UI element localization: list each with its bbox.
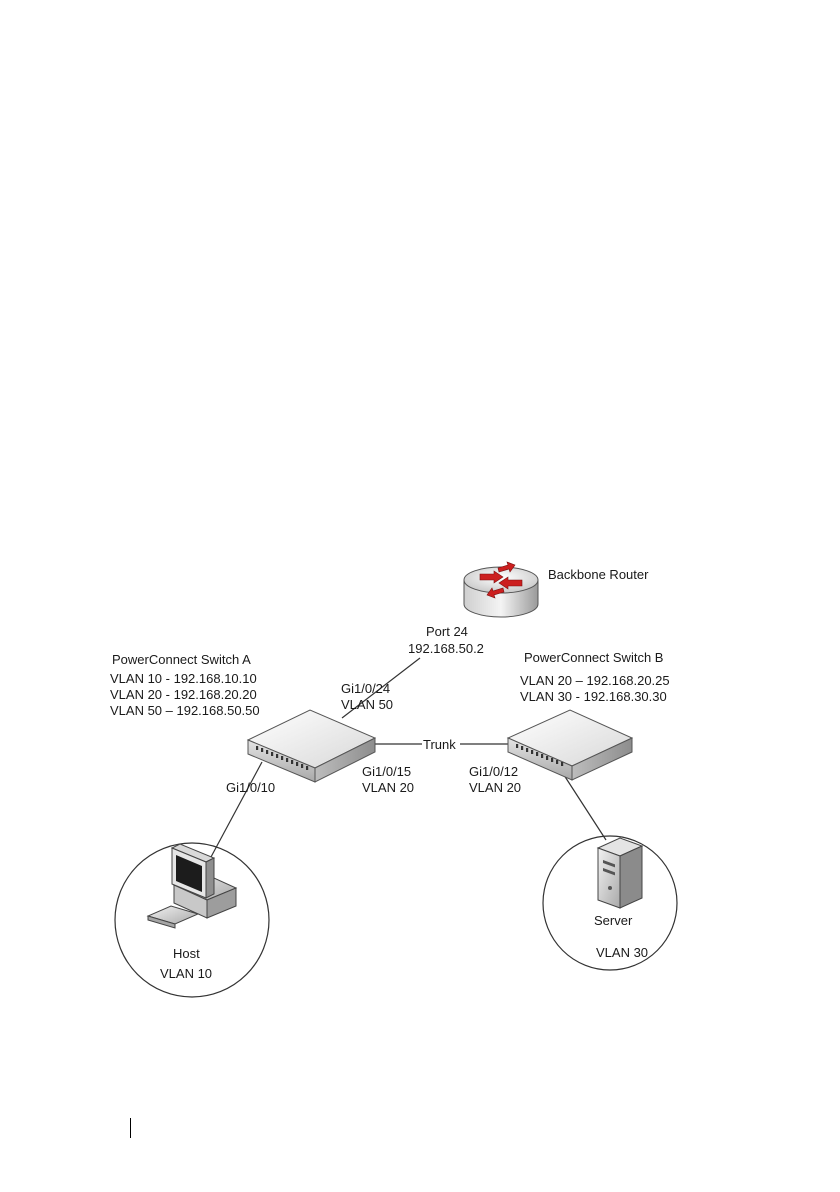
switch-a-to-host-link — [204, 762, 262, 870]
router-port-ip: 192.168.50.2 — [408, 641, 484, 656]
switch-a-vlan-1: VLAN 10 - 192.168.10.10 — [110, 671, 257, 686]
switch-a-title: PowerConnect Switch A — [112, 652, 251, 667]
switch-b-vlan-2: VLAN 30 - 192.168.30.30 — [520, 689, 667, 704]
host-label: Host — [173, 946, 200, 961]
server-icon — [598, 838, 642, 908]
router-label: Backbone Router — [548, 567, 649, 582]
switch-a-trunk-port: Gi1/0/15 — [362, 764, 411, 779]
switch-b-title: PowerConnect Switch B — [524, 650, 663, 665]
switch-a-vlan-2: VLAN 20 - 192.168.20.20 — [110, 687, 257, 702]
switch-a-vlan-3: VLAN 50 – 192.168.50.50 — [110, 703, 260, 718]
host-computer-icon — [148, 844, 236, 928]
router-port-label: Port 24 — [426, 624, 468, 639]
router-icon — [464, 562, 538, 617]
trunk-label: Trunk — [423, 737, 456, 752]
host-vlan-label: VLAN 10 — [160, 966, 212, 981]
server-label: Server — [594, 913, 633, 928]
switch-a-uplink-vlan: VLAN 50 — [341, 697, 393, 712]
page-margin-rule — [130, 1118, 131, 1138]
switch-b-icon — [508, 710, 632, 780]
switch-a-icon — [248, 710, 375, 782]
switch-b-to-server-link — [562, 772, 606, 840]
switch-a-uplink-port: Gi1/0/24 — [341, 681, 390, 696]
switch-b-vlan-1: VLAN 20 – 192.168.20.25 — [520, 673, 670, 688]
switch-b-trunk-vlan: VLAN 20 — [469, 780, 521, 795]
switch-b-trunk-port: Gi1/0/12 — [469, 764, 518, 779]
server-vlan-label: VLAN 30 — [596, 945, 648, 960]
switch-a-trunk-vlan: VLAN 20 — [362, 780, 414, 795]
switch-a-host-port: Gi1/0/10 — [226, 780, 275, 795]
